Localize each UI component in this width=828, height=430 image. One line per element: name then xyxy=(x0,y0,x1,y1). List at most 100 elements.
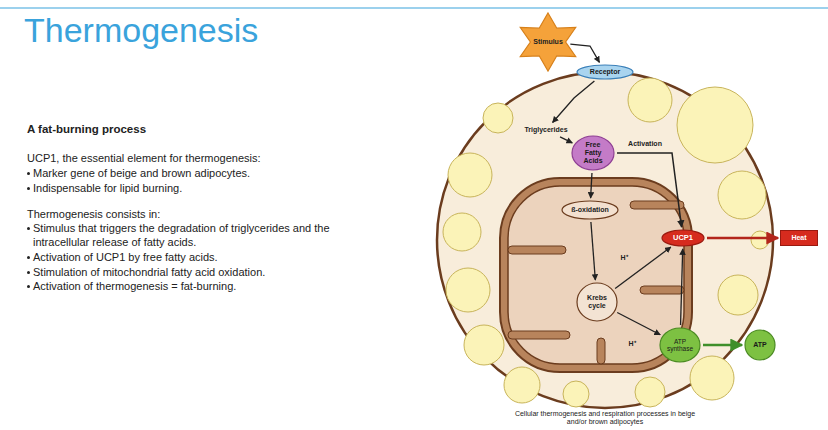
bullet-item: Indispensable for lipid burning. xyxy=(27,182,432,196)
lipid-droplet xyxy=(448,153,492,197)
edge-label: H⁺ xyxy=(627,340,636,348)
bullet-item: Stimulus that triggers the degradation o… xyxy=(27,222,432,250)
edge-label: H⁺ xyxy=(619,254,628,262)
flow-arrow xyxy=(560,137,572,143)
mitochondrion-cristae xyxy=(508,201,684,364)
node-text-group: Stimulus xyxy=(533,38,563,46)
lipid-droplet xyxy=(483,103,513,133)
atp-synthase-circle: ATP synthase xyxy=(659,327,701,363)
flow-arrow xyxy=(591,222,595,280)
node-shape xyxy=(781,231,818,246)
crista xyxy=(508,246,566,254)
node-label: ATP synthase xyxy=(665,338,695,352)
crista xyxy=(640,286,684,294)
node-label: UCP1 xyxy=(673,234,693,242)
heat-box: Heat xyxy=(780,230,818,246)
paragraph-text: Thermogenesis consists in: xyxy=(27,208,160,222)
lipid-droplet xyxy=(635,377,665,407)
lipid-droplets xyxy=(443,78,769,407)
flow-arrow xyxy=(553,81,595,123)
node-shape xyxy=(577,283,617,321)
bullet-item: Activation of UCP1 by free fatty acids. xyxy=(27,251,432,265)
bullet-text: Activation of UCP1 by free fatty acids. xyxy=(33,251,218,265)
mitochondrion-matrix xyxy=(508,186,684,364)
paragraph: A fat-burning process xyxy=(27,122,432,136)
text-column: A fat-burning processUCP1, the essential… xyxy=(27,122,432,294)
lipid-droplet xyxy=(718,171,766,219)
lipid-droplet xyxy=(504,367,540,403)
flow-arrow xyxy=(615,247,671,288)
receptor-ellipse: Receptor xyxy=(576,64,634,80)
node-text-group: ATP xyxy=(753,341,766,349)
bullet-item: Activation of thermogenesis = fat-burnin… xyxy=(27,280,432,294)
bullet-dot xyxy=(27,271,30,274)
node-text-group: Receptor xyxy=(590,68,620,76)
krebs-cycle-circle: Krebs cycle xyxy=(576,282,618,322)
crista xyxy=(508,331,570,339)
adipocyte-membrane xyxy=(437,72,773,408)
ucp1-protein: UCP1 xyxy=(661,229,705,247)
flow-arrow xyxy=(617,312,660,334)
node-text-group: Heat xyxy=(791,234,806,242)
bullet-text: Stimulation of mitochondrial fatty acid … xyxy=(33,266,265,280)
node-shape xyxy=(660,328,700,362)
bullet-text: Stimulus that triggers the degradation o… xyxy=(33,222,373,250)
node-shape xyxy=(662,230,704,246)
node-text-group: ß-oxidation xyxy=(571,206,609,214)
bullet-text: Indispensable for lipid burning. xyxy=(33,182,182,196)
node-text-group: Free Fatty Acids xyxy=(579,141,607,164)
crista xyxy=(597,338,605,364)
node-text-group: ATP synthase xyxy=(665,338,695,352)
atp-circle: ATP xyxy=(744,329,776,361)
lipid-droplet xyxy=(464,325,504,365)
flow-arrow xyxy=(591,173,592,198)
node-shape xyxy=(577,65,633,79)
bullet-dot xyxy=(27,172,30,175)
bullet-item: Marker gene of beige and brown adipocyte… xyxy=(27,167,432,181)
node-label: Receptor xyxy=(590,68,620,76)
crista xyxy=(630,201,684,209)
node-label: Stimulus xyxy=(533,38,563,46)
flow-arrow xyxy=(617,153,682,227)
page-title: Thermogenesis xyxy=(24,12,258,49)
beta-oxidation-ellipse: ß-oxidation xyxy=(561,200,619,220)
paragraph: Thermogenesis consists in: xyxy=(27,208,432,222)
section-heading: A fat-burning process xyxy=(27,122,146,136)
bullet-dot xyxy=(27,227,30,230)
bullet-dot xyxy=(27,187,30,190)
node-label: Krebs cycle xyxy=(582,294,612,309)
bullet-dot xyxy=(27,285,30,288)
node-label: Triglycerides xyxy=(524,126,567,134)
node-shape xyxy=(572,136,614,170)
node-label: Free Fatty Acids xyxy=(579,141,607,164)
edge-label: Activation xyxy=(627,140,663,148)
free-fatty-acids-ellipse: Free Fatty Acids xyxy=(571,135,615,171)
flow-arrow xyxy=(703,344,742,347)
lipid-droplet xyxy=(628,78,672,122)
node-text-group: Krebs cycle xyxy=(582,294,612,309)
lipid-droplet xyxy=(563,381,589,407)
node-shape xyxy=(520,13,575,71)
bullet-text: Activation of thermogenesis = fat-burnin… xyxy=(33,280,236,294)
flow-arrow xyxy=(707,237,778,240)
lipid-droplet xyxy=(751,231,769,249)
lipid-droplet xyxy=(690,356,734,400)
node-text-group: Triglycerides xyxy=(524,126,567,134)
lipid-droplet xyxy=(443,213,481,251)
lipid-droplet xyxy=(677,87,753,163)
node-label: ATP xyxy=(753,341,766,349)
figure-caption: Cellular thermogenesis and respiration p… xyxy=(505,410,705,426)
node-label: ß-oxidation xyxy=(571,206,609,214)
node-shape xyxy=(745,330,775,360)
triglycerides-label: Triglycerides xyxy=(521,124,571,136)
node-shape xyxy=(562,201,618,219)
lipid-droplet xyxy=(446,268,490,312)
bullet-item: Stimulation of mitochondrial fatty acid … xyxy=(27,266,432,280)
top-rule xyxy=(0,7,828,8)
bullet-text: Marker gene of beige and brown adipocyte… xyxy=(33,167,250,181)
node-text-group: UCP1 xyxy=(673,234,693,242)
flow-arrow xyxy=(681,249,683,325)
flow-arrow xyxy=(570,44,599,62)
